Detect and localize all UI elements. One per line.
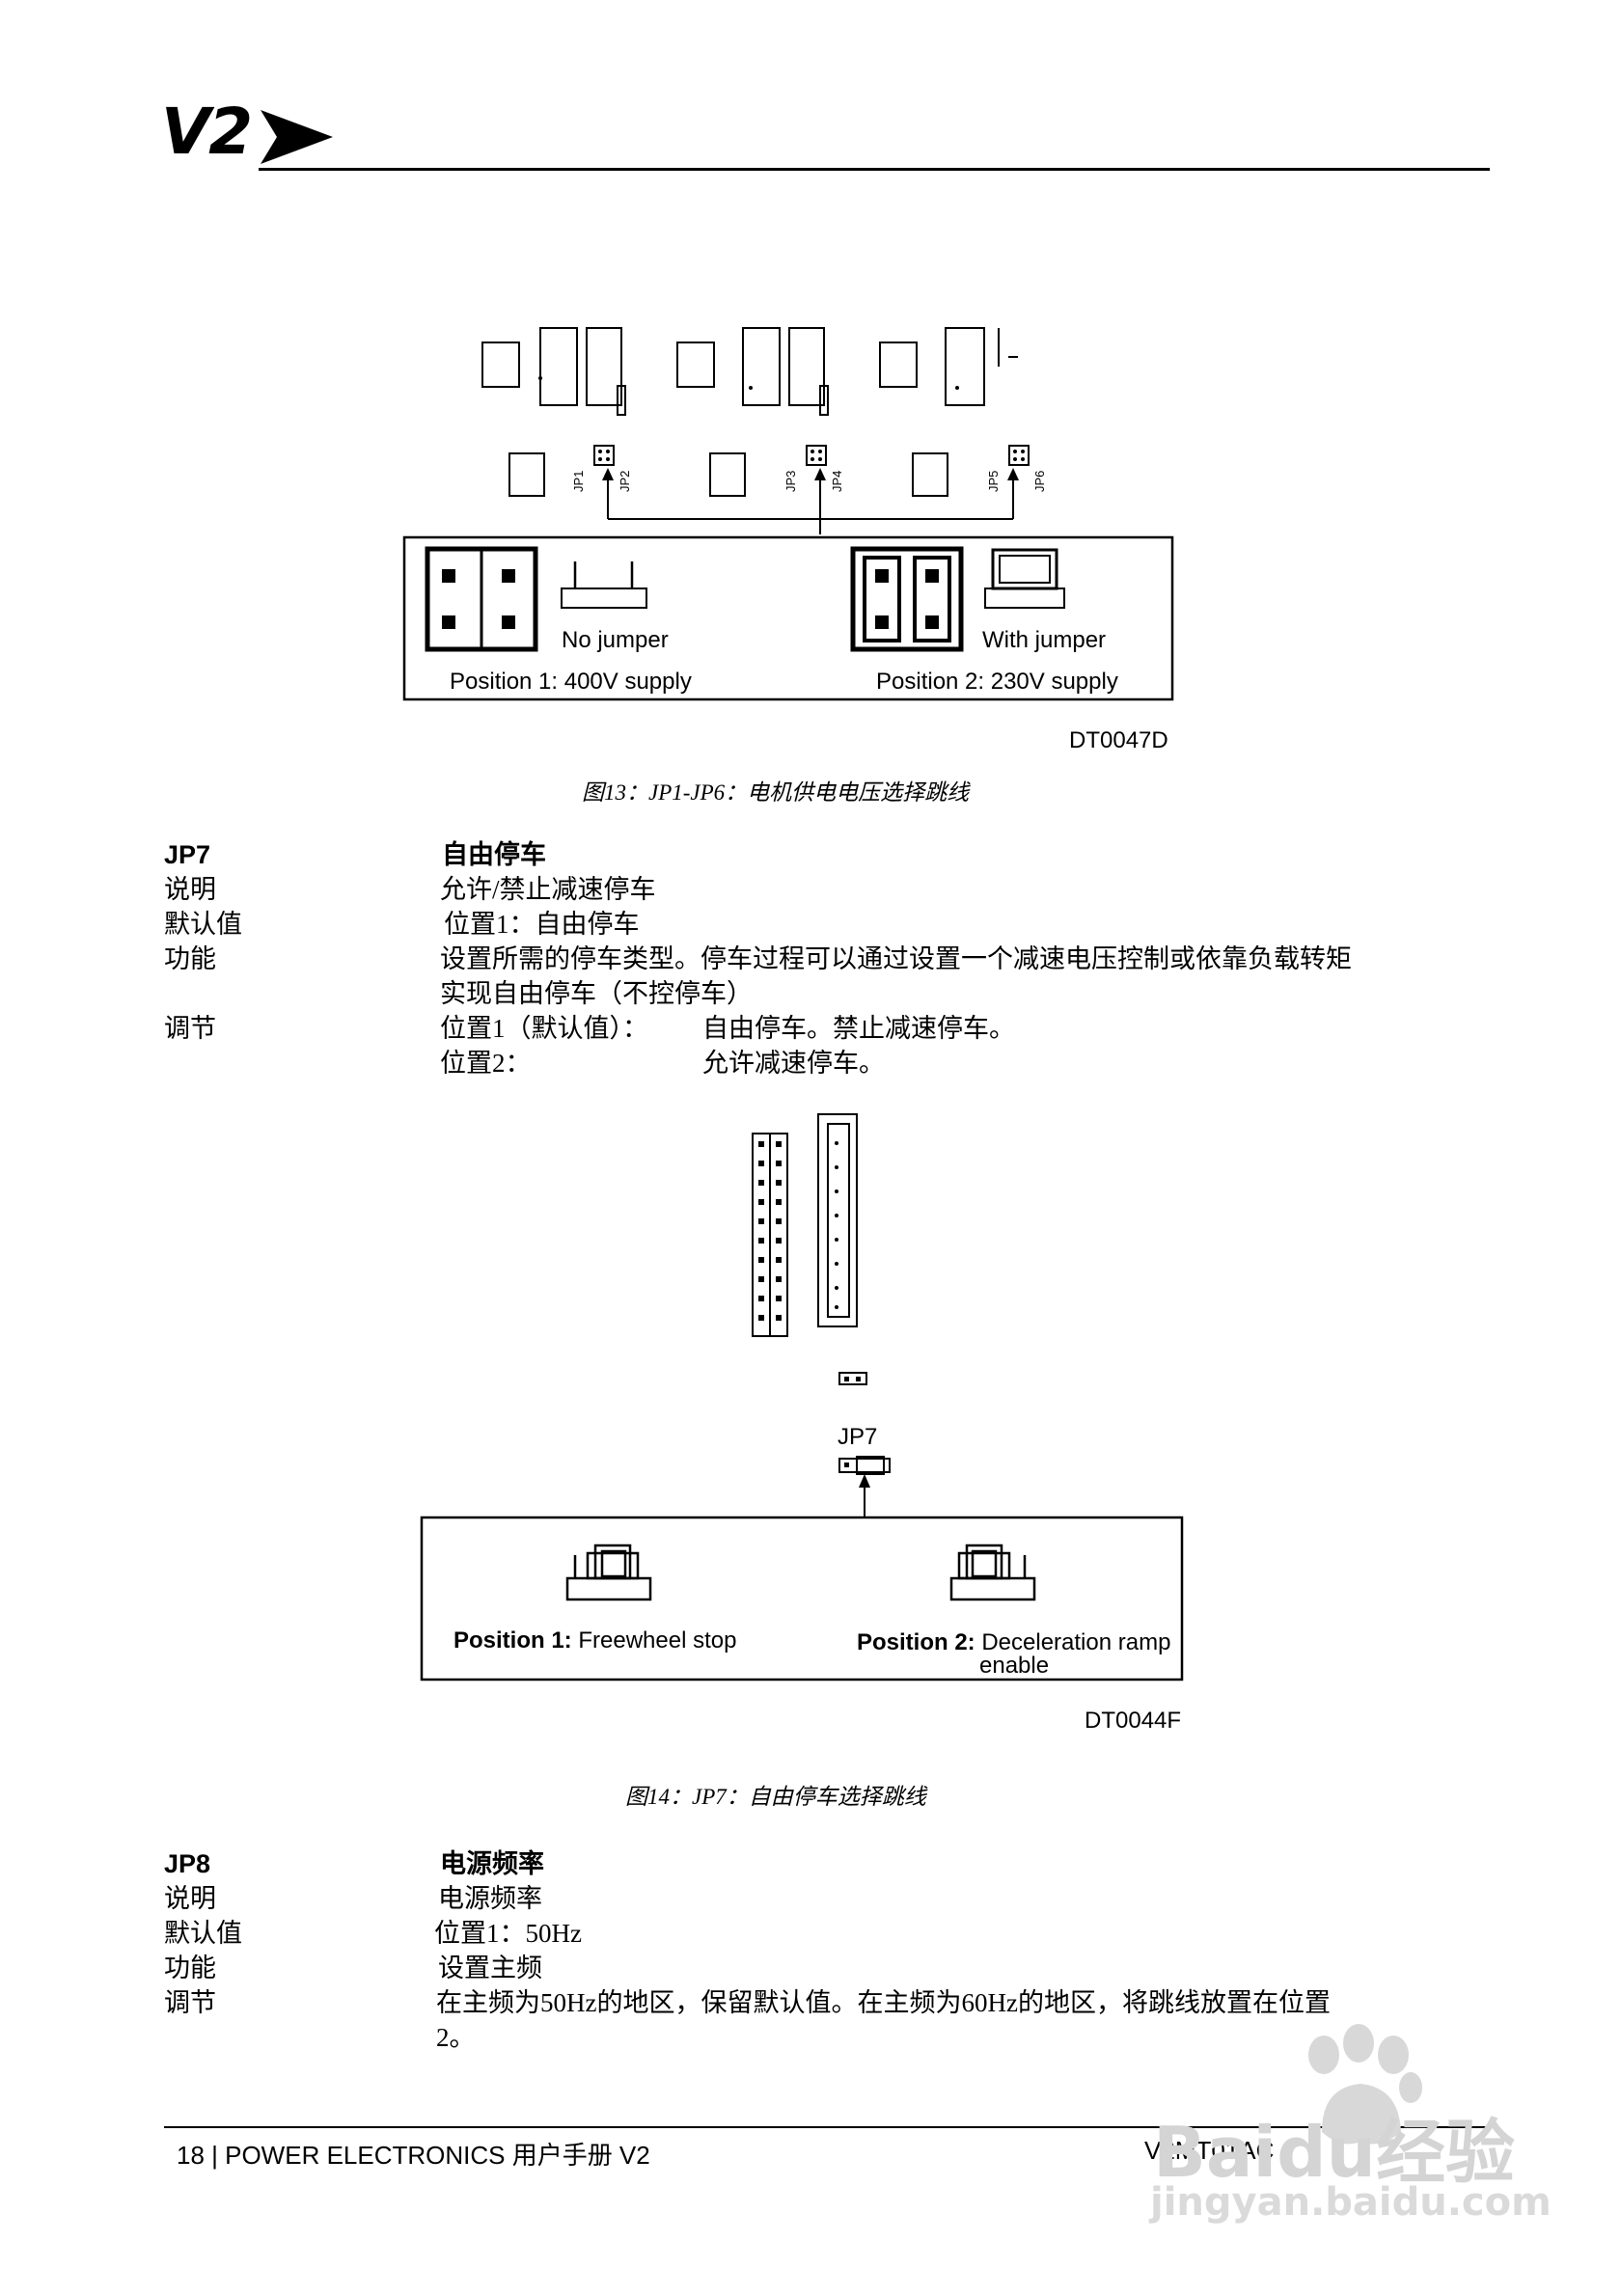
jp7-position1-bold: Position 1: — [453, 1627, 572, 1654]
jp8-desc-value: 电源频率 — [438, 1884, 542, 1913]
jp7-title: 自由停车 — [442, 840, 546, 869]
jp7-function-value-line2: 实现自由停车（不控停车） — [440, 979, 753, 1008]
footer-left: 18 | POWER ELECTRONICS 用户手册 V2 — [177, 2141, 650, 2170]
jp8-desc-key: 说明 — [164, 1884, 216, 1913]
pcb-label-jp3: JP3 — [783, 471, 798, 492]
jp8-adjust-value: 在主频为50Hz的地区，保留默认值。在主频为60Hz的地区，将跳线放置在位置 — [436, 1988, 1331, 2017]
figure14-caption: 图14：JP7：自由停车选择跳线 — [625, 1785, 926, 1809]
figure13-caption: 图13：JP1-JP6：电机供电电压选择跳线 — [582, 780, 970, 805]
jp8-default-value: 位置1：50Hz — [434, 1919, 582, 1948]
position1-400v-label: Position 1: 400V supply — [450, 669, 692, 695]
pcb-label-jp4: JP4 — [830, 471, 844, 492]
jp7-position2-text: Deceleration ramp — [981, 1629, 1171, 1655]
figure13-code: DT0047D — [1069, 727, 1168, 753]
jp7-position2-bold: Position 2: — [857, 1629, 975, 1655]
no-jumper-label: No jumper — [562, 627, 669, 653]
jp7-pcb-label: JP7 — [838, 1424, 878, 1450]
jp7-desc-value: 允许/禁止减速停车 — [440, 875, 656, 904]
watermark-brand: Baidu经验 — [1153, 2112, 1515, 2193]
jp7-adjust-pos1-label: 位置1（默认值）： — [440, 1014, 648, 1043]
jp7-desc-key: 说明 — [164, 875, 216, 904]
jp7-code: JP7 — [164, 840, 211, 869]
watermark-url: jingyan.baidu.com — [1150, 2180, 1552, 2225]
jp7-jumper-pointer — [838, 1456, 891, 1518]
jp7-adjust-pos1-value: 自由停车。禁止减速停车。 — [702, 1014, 1015, 1043]
jp8-function-value: 设置主频 — [438, 1954, 542, 1982]
position2-230v-label: Position 2: 230V supply — [876, 669, 1118, 695]
jp7-position1-text: Freewheel stop — [578, 1627, 737, 1654]
jp8-code: JP8 — [164, 1849, 211, 1878]
jp8-default-key: 默认值 — [164, 1919, 242, 1948]
jp7-function-key: 功能 — [164, 944, 216, 973]
v2-logo: V2 — [161, 95, 253, 169]
jp7-connector-drawing — [752, 1113, 867, 1385]
jp8-title: 电源频率 — [440, 1849, 544, 1878]
jp8-adjust-key: 调节 — [164, 1988, 216, 2017]
jp7-position2-label-line2: enable — [979, 1653, 1050, 1679]
jp8-adjust-value-line2: 2。 — [436, 2023, 476, 2052]
footer-right: V2MT01AC — [1144, 2136, 1275, 2165]
jp7-position1-label: Position 1: Freewheel stop — [453, 1627, 736, 1654]
pcb-drawing: JP1 JP2 JP3 JP4 JP5 JP6 — [481, 327, 1047, 534]
jp7-default-key: 默认值 — [164, 910, 242, 939]
header-rule — [259, 168, 1490, 171]
jp7-default-value: 位置1：自由停车 — [444, 910, 640, 939]
logo-arrow-icon — [261, 110, 333, 164]
paw-icon — [1308, 2024, 1422, 2145]
pcb-label-jp2: JP2 — [618, 471, 632, 492]
jp7-adjust-pos2-value: 允许减速停车。 — [702, 1049, 885, 1078]
jp7-adjust-pos2-label: 位置2： — [440, 1049, 532, 1078]
jp7-position-box — [420, 1516, 1184, 1681]
with-jumper-label: With jumper — [982, 627, 1107, 653]
pcb-label-jp5: JP5 — [986, 471, 1001, 492]
footer-rule — [164, 2126, 1490, 2128]
jp8-function-key: 功能 — [164, 1954, 216, 1982]
figure14-code: DT0044F — [1085, 1708, 1182, 1734]
pcb-label-jp6: JP6 — [1032, 471, 1047, 492]
jp7-adjust-key: 调节 — [164, 1014, 216, 1043]
jp7-position2-label: Position 2: Deceleration ramp — [857, 1629, 1170, 1656]
jumper-position-box — [402, 535, 1174, 701]
jp7-function-value: 设置所需的停车类型。停车过程可以通过设置一个减速电压控制或依靠负载转矩 — [440, 944, 1352, 973]
pcb-label-jp1: JP1 — [571, 471, 586, 492]
